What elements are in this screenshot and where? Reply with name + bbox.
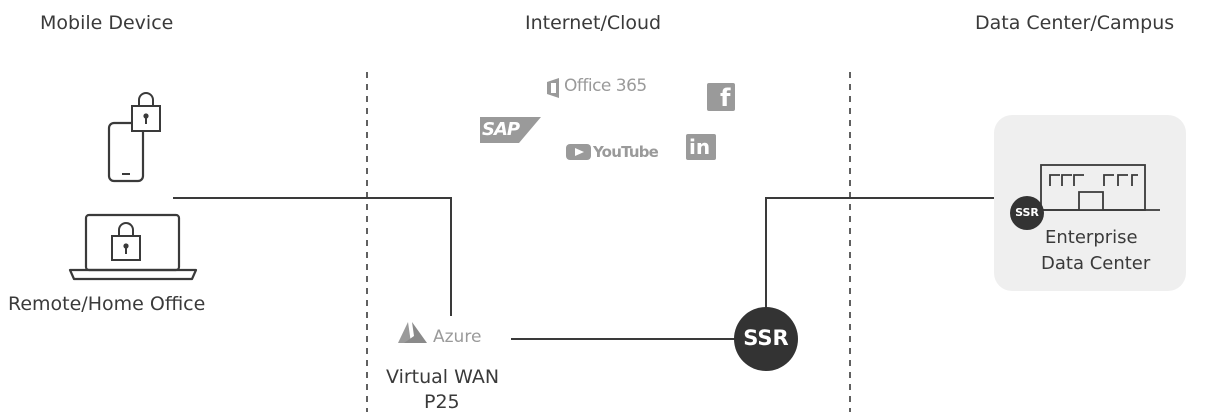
ssr-node xyxy=(734,307,798,371)
azure-label: Azure xyxy=(433,327,482,347)
laptop-icon xyxy=(68,213,198,281)
datacenter-ssr-label: SSR xyxy=(1015,206,1039,219)
sap-label: SAP xyxy=(482,119,520,140)
facebook-label: f xyxy=(720,84,731,112)
column-header-internet: Internet/Cloud xyxy=(525,12,662,34)
linkedin-icon xyxy=(686,134,716,160)
sap-icon xyxy=(480,117,541,143)
datacenter-ssr-node xyxy=(1010,196,1044,230)
ssr-label: SSR xyxy=(743,326,789,350)
virtual-wan-label: Virtual WAN xyxy=(386,366,500,388)
remote-office-label: Remote/Home Office xyxy=(8,293,206,315)
column-header-mobile: Mobile Device xyxy=(40,12,174,34)
laptop-lock-icon xyxy=(111,222,141,261)
datacenter-building-icon xyxy=(1030,164,1160,211)
youtube-icon xyxy=(566,144,591,160)
link-remote-to-azure xyxy=(173,197,452,316)
link-ssr-to-datacenter xyxy=(765,197,1010,310)
virtual-wan-p25-label: P25 xyxy=(424,391,460,413)
datacenter-label-line1: Enterprise xyxy=(1045,227,1138,248)
facebook-icon xyxy=(707,83,735,111)
phone-icon xyxy=(107,121,145,183)
linkedin-label: in xyxy=(689,135,711,159)
phone-lock-icon xyxy=(131,92,161,132)
office365-label: Office 365 xyxy=(564,76,647,96)
office365-icon xyxy=(547,78,559,98)
column-header-datacenter: Data Center/Campus xyxy=(975,12,1175,34)
azure-logo-icon xyxy=(398,322,427,343)
datacenter-label-line2: Data Center xyxy=(1041,253,1151,274)
youtube-label: YouTube xyxy=(593,143,659,161)
